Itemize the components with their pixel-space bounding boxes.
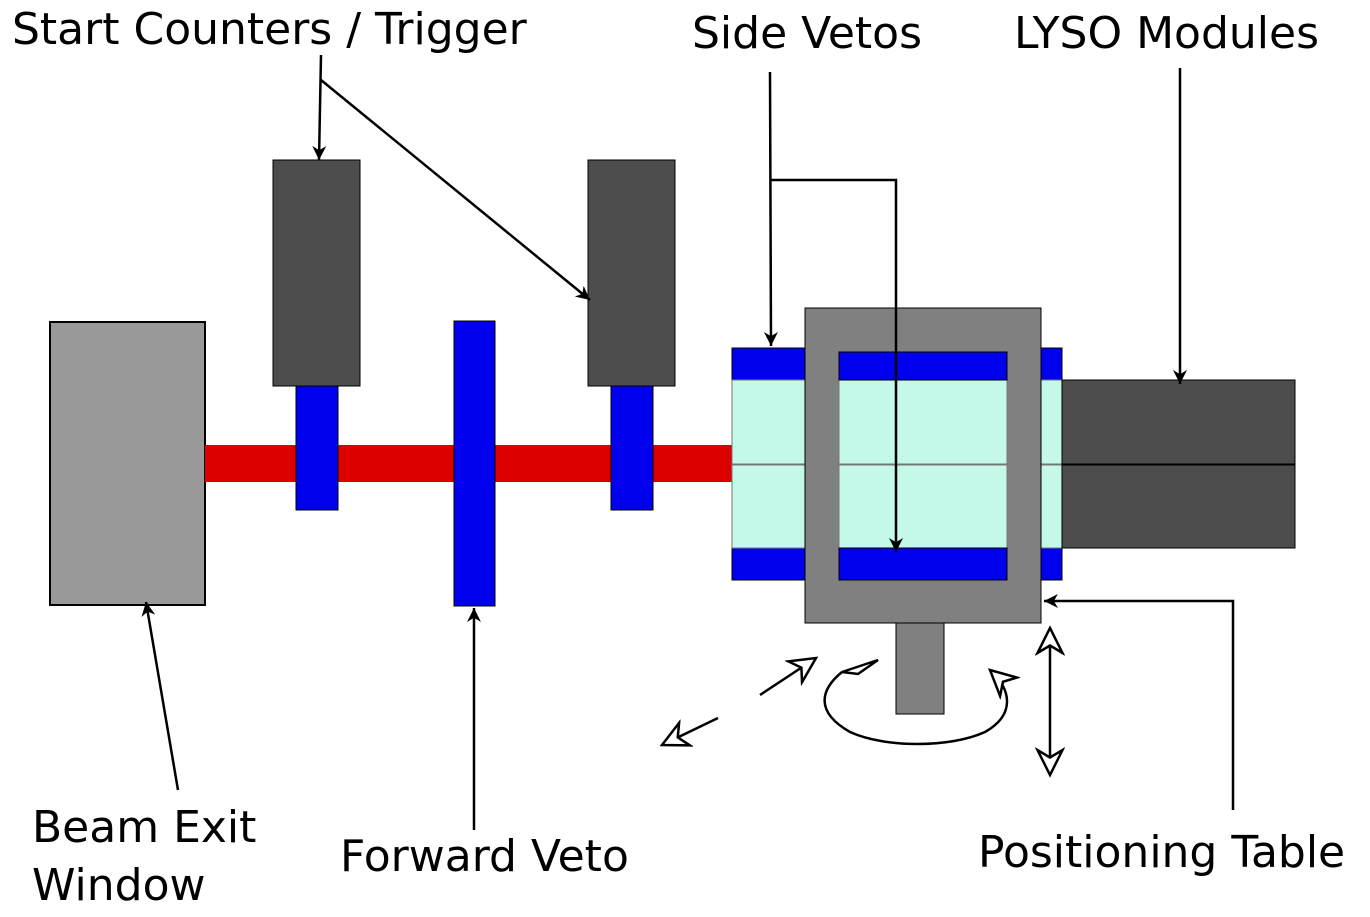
- lyso-crystal-inner-bottom: [838, 464, 1008, 549]
- lyso-module-bottom: [1061, 464, 1296, 549]
- start-counter-arrow-2: [320, 79, 591, 301]
- start-counter-2-pmt: [587, 159, 676, 387]
- beam-exit-window: [49, 321, 206, 606]
- side-veto-bottom-left: [731, 547, 808, 581]
- side-veto-inner-top: [838, 351, 1008, 381]
- label-side-vetos: Side Vetos: [692, 8, 922, 59]
- label-beam-exit-line1: Beam Exit: [32, 802, 256, 853]
- start-counter-2-scintillator: [610, 385, 654, 511]
- side-veto-inner-bottom: [838, 547, 1008, 581]
- label-start-counters: Start Counters / Trigger: [12, 4, 528, 55]
- lyso-module-top: [1061, 379, 1296, 465]
- lyso-crystal-right-bottom: [1039, 464, 1063, 549]
- label-positioning-table: Positioning Table: [978, 827, 1345, 878]
- side-veto-top-right: [1039, 347, 1063, 381]
- side-veto-bottom-right: [1039, 547, 1063, 581]
- label-beam-exit-line2: Window: [32, 860, 206, 911]
- start-counter-arrow-1: [312, 54, 327, 161]
- horizontal-motion-arrow: [662, 716, 719, 745]
- positioning-table-arrow: [1044, 594, 1235, 810]
- forward-veto: [453, 320, 496, 607]
- lyso-crystal-inner-top: [838, 379, 1008, 465]
- rotation-arrow-head-left: [841, 658, 879, 676]
- side-veto-top-left: [731, 347, 808, 381]
- lyso-crystal-left-bottom: [731, 464, 808, 549]
- lyso-crystal-left-top: [731, 379, 808, 465]
- side-veto-arrow-1: [763, 71, 778, 347]
- lyso-crystal-right-top: [1039, 379, 1063, 465]
- rotation-arrow: [823, 670, 1007, 746]
- label-lyso-modules: LYSO Modules: [1014, 8, 1319, 59]
- horizontal-motion-arrow-b: [759, 658, 816, 697]
- start-counter-1-scintillator: [295, 385, 339, 511]
- start-counter-1-pmt: [272, 159, 361, 387]
- positioning-table-stem: [895, 622, 945, 715]
- side-veto-arrow-2: [770, 178, 903, 552]
- beam-exit-arrow: [141, 601, 180, 791]
- label-forward-veto: Forward Veto: [340, 831, 629, 882]
